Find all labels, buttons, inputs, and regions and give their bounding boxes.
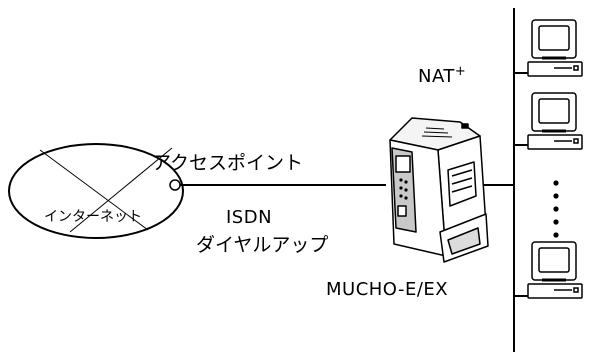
access-point-node: [169, 179, 181, 191]
continuation-dots: [553, 180, 559, 238]
access-point-label: アクセスポイント: [152, 152, 304, 174]
device-label: MUCHO-E/EX: [326, 279, 449, 300]
pc-icon: [527, 92, 583, 150]
internet-cloud: [8, 143, 184, 239]
router-device-icon: [389, 117, 489, 263]
isdn-label: ISDN: [226, 207, 273, 228]
internet-label: インターネット: [44, 209, 142, 225]
nat-text: NAT: [418, 66, 455, 87]
pc-icon: [527, 241, 583, 299]
nat-label: NAT+: [418, 64, 466, 87]
pc-icon: [527, 19, 583, 77]
dialup-label: ダイヤルアップ: [196, 234, 329, 256]
nat-superscript: +: [454, 64, 467, 79]
